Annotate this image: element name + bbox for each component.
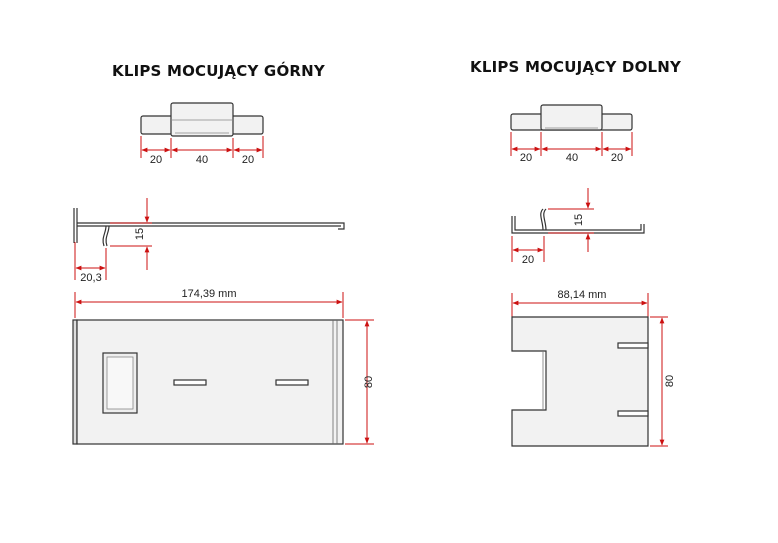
- top-clip-depth-label: 80: [363, 376, 375, 388]
- bottom-clip-width-dimension: [510, 132, 633, 156]
- bottom-clip-length-label: 88,14 mm: [558, 289, 607, 301]
- top-clip-width-center-label: 40: [196, 154, 208, 166]
- top-clip-height-dimension: [74, 198, 152, 280]
- bottom-clip-offset-label: 20: [522, 254, 534, 266]
- bottom-clip-length-dimension: [511, 293, 649, 318]
- bottom-clip-depth-label: 80: [664, 375, 676, 387]
- title-bottom-clip: KLIPS MOCUJĄCY DOLNY: [470, 58, 682, 76]
- top-clip-side-profile: [73, 208, 345, 247]
- top-clip-bottom-view: [72, 319, 344, 445]
- bottom-clip-bottom-view: [511, 316, 649, 447]
- top-clip-depth-dimension: [345, 319, 374, 445]
- top-clip-length-label: 174,39 mm: [181, 288, 236, 300]
- top-clip-height-label: 15: [134, 228, 146, 240]
- top-clip-offset-label: 20,3: [80, 272, 101, 284]
- bottom-clip-height-dimension: [511, 188, 594, 262]
- bottom-clip-height-label: 15: [573, 214, 585, 226]
- top-clip-plan-view: [140, 102, 264, 137]
- bottom-clip-depth-dimension: [650, 316, 668, 447]
- title-top-clip: KLIPS MOCUJĄCY GÓRNY: [112, 62, 325, 80]
- top-clip-width-right-label: 20: [242, 154, 254, 166]
- bottom-clip-width-center-label: 40: [566, 152, 578, 164]
- top-clip-length-dimension: [74, 292, 344, 318]
- bottom-clip-width-right-label: 20: [611, 152, 623, 164]
- bottom-clip-width-left-label: 20: [520, 152, 532, 164]
- top-clip-width-dimension: [140, 136, 264, 158]
- top-clip-width-left-label: 20: [150, 154, 162, 166]
- bottom-clip-plan-view: [510, 104, 633, 131]
